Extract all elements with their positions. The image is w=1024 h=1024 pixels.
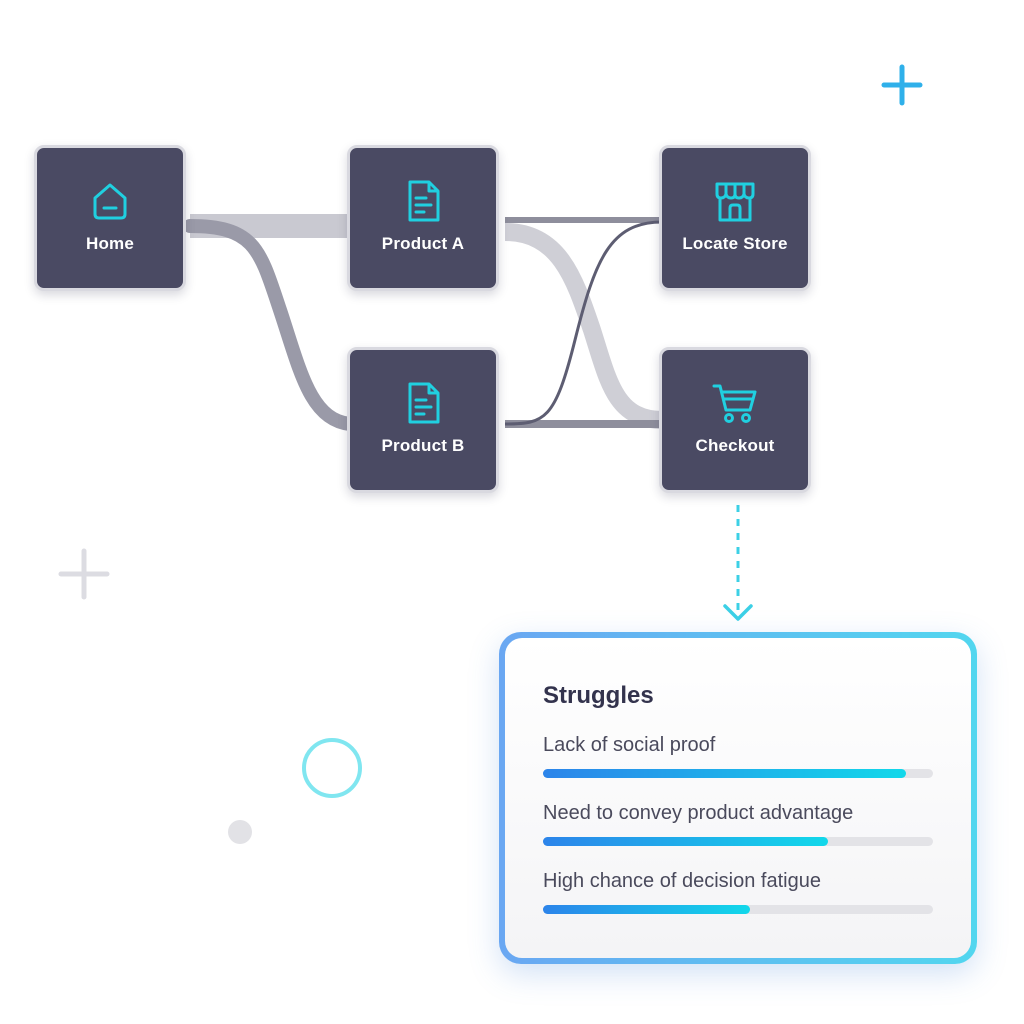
- node-locate-store[interactable]: Locate Store: [659, 145, 811, 291]
- plus-decoration-gray: [58, 548, 110, 600]
- struggles-panel: Struggles Lack of social proof Need to c…: [499, 632, 977, 964]
- flow-home-to-product-b: [183, 219, 357, 431]
- node-product-a[interactable]: Product A: [347, 145, 499, 291]
- chevron-down-icon: [723, 604, 753, 621]
- struggle-bar-track: [543, 837, 933, 846]
- struggle-bar-track: [543, 905, 933, 914]
- node-home[interactable]: Home: [34, 145, 186, 291]
- plus-decoration-blue: [881, 64, 923, 106]
- flow-product-a-to-checkout: [504, 223, 663, 429]
- struggle-label: Need to convey product advantage: [543, 802, 854, 824]
- struggle-label: Lack of social proof: [543, 734, 716, 756]
- struggle-label: High chance of decision fatigue: [543, 870, 821, 892]
- panel-title: Struggles: [543, 682, 654, 709]
- struggle-bar-track: [543, 769, 933, 778]
- flow-product-b-to-locate-store: [504, 220, 663, 426]
- node-label: Product A: [381, 234, 465, 253]
- document-icon: [398, 378, 448, 428]
- document-icon: [398, 176, 448, 226]
- dot-decoration: [228, 820, 252, 844]
- struggle-item: Lack of social proof: [543, 734, 933, 778]
- shopping-cart-icon: [710, 378, 760, 428]
- node-label: Product B: [381, 436, 465, 455]
- ring-decoration: [302, 738, 362, 798]
- node-label: Locate Store: [682, 234, 788, 253]
- node-product-b[interactable]: Product B: [347, 347, 499, 493]
- struggle-item: High chance of decision fatigue: [543, 870, 933, 914]
- node-label: Checkout: [695, 436, 775, 455]
- node-label: Home: [85, 234, 135, 253]
- struggle-bar-fill: [543, 837, 828, 846]
- store-icon: [710, 176, 760, 226]
- struggle-bar-fill: [543, 769, 906, 778]
- node-checkout[interactable]: Checkout: [659, 347, 811, 493]
- home-icon: [85, 176, 135, 226]
- struggle-bar-fill: [543, 905, 750, 914]
- struggle-item: Need to convey product advantage: [543, 802, 933, 846]
